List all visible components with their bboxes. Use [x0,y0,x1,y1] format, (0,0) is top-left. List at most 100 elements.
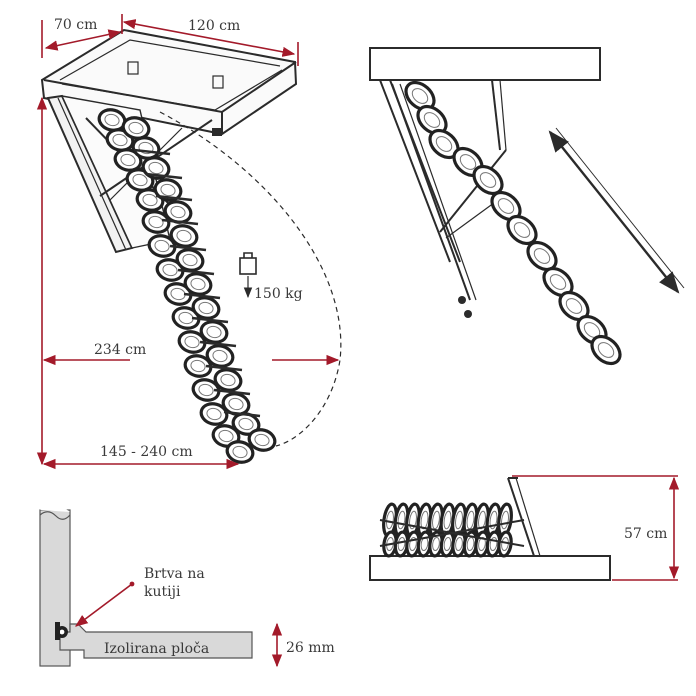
ladder-loop-inner [176,229,192,243]
ladder-loop [155,258,185,282]
ladder-loop-inner [120,153,136,167]
side-ladder-loop-inner [565,298,583,314]
ladder-loop-inner [190,277,206,291]
ladder-loop [141,210,171,234]
ladder-loop [191,378,221,402]
ladder-loop-inner [184,335,200,349]
ladder-loop [177,330,207,354]
ceiling-slab [369,47,601,81]
ladder-loop [153,178,183,202]
ladder-loop-inner [220,373,236,387]
ladder-loop [205,344,235,368]
ladder-loop-inner [104,113,120,127]
ladder-loop-inner [190,359,206,373]
ladder-tread [223,410,261,418]
ladder-tread [155,194,193,202]
folded-loop-inner [478,536,486,552]
ladder-loop [183,272,213,296]
side-ladder-loop-inner [479,172,497,188]
side-ladder-loop-inner [597,342,615,358]
ladder-loop [171,306,201,330]
folded-loop-inner [443,510,452,530]
seal-pointer [74,583,133,627]
ladder-loop-inner [228,397,244,411]
side-ladder-loop [472,164,504,196]
panel-label: Izolirana ploča [104,641,209,657]
folded-loop-inner [432,536,440,552]
ladder-loop-inner [178,311,194,325]
ladder-loop-inner [254,433,270,447]
dim-length [122,19,299,66]
ladder-loop-inner [198,383,214,397]
seal-label-line1: Brtva na [144,566,205,582]
double-arrow-icon [548,127,685,294]
side-ladder-loop [506,214,538,246]
depth-label: 70 cm [54,17,97,33]
folded-height-label: 57 cm [624,526,667,542]
height-full-label: 234 cm [94,342,146,358]
folded-loop-inner [455,536,463,552]
dim-depth [41,14,123,58]
ladder-tread [169,244,207,252]
folded-loop-inner [386,510,394,530]
ladder-loop-inner [238,417,254,431]
ladder-folded-stack [382,502,513,558]
ladder-loop-inner [170,287,186,301]
length-label: 120 cm [188,18,240,34]
seal-detail: Brtva na kutiji Izolirana ploča 26 mm [39,505,335,668]
side-view [369,47,685,366]
ladder-loop [175,248,205,272]
ladder-loop [121,116,151,140]
folded-loop-inner [455,510,463,530]
ladder-loop-inner [138,141,154,155]
ladder-loop [199,320,229,344]
folded-loop-inner [501,510,509,530]
side-ladder-loop-inner [497,198,515,214]
ladder-loop [199,402,229,426]
main-view: 150 kg 70 cm 120 cm 234 cm 145 - 240 cm [36,14,342,470]
ladder-loop-inner [160,183,176,197]
ladder-loop-inner [148,215,164,229]
ladder-loop-inner [132,173,148,187]
swing-arc [159,111,342,447]
folded-loop-inner [409,536,417,552]
ladder-tread [177,268,215,276]
folded-view: 57 cm [369,475,680,581]
ladder-loop-inner [154,239,170,253]
ladder-loop-inner [162,263,178,277]
ladder-tread [199,340,237,348]
seal-label-line2: kutiji [144,584,181,600]
folded-loop-inner [466,510,475,530]
side-ladder-loop-inner [423,112,441,128]
side-ladder-loop-inner [411,88,429,104]
folded-loop-inner [432,510,440,530]
side-ladder-loop [590,334,622,366]
folded-loop-inner [501,536,509,552]
folded-loop [497,530,513,558]
folded-loop-inner [397,510,406,530]
ladder-loop [211,424,241,448]
ladder-tread [183,292,221,300]
ladder-loop-inner [206,407,222,421]
ladder-loop [163,282,193,306]
ladder-loop [113,148,143,172]
ladder-loop [247,428,277,452]
ladder-loop-inner [148,161,164,175]
dim-folded-height [512,475,680,581]
ladder-tread [161,218,199,226]
folded-loop-inner [489,510,498,530]
ladder-scissor-main [97,108,277,464]
ladder-loop-inner [206,325,222,339]
ladder-tread [213,388,251,396]
side-ladder-loop-inner [513,222,531,238]
ladder-loop [169,224,199,248]
folded-loop-inner [489,536,498,552]
ladder-loop-inner [128,121,144,135]
ladder-loop [213,368,243,392]
side-ladder-loop-inner [533,248,551,264]
ladder-loop-inner [170,205,186,219]
ladder-loop-inner [182,253,198,267]
ladder-loop [147,234,177,258]
ladder-loop-inner [142,193,158,207]
